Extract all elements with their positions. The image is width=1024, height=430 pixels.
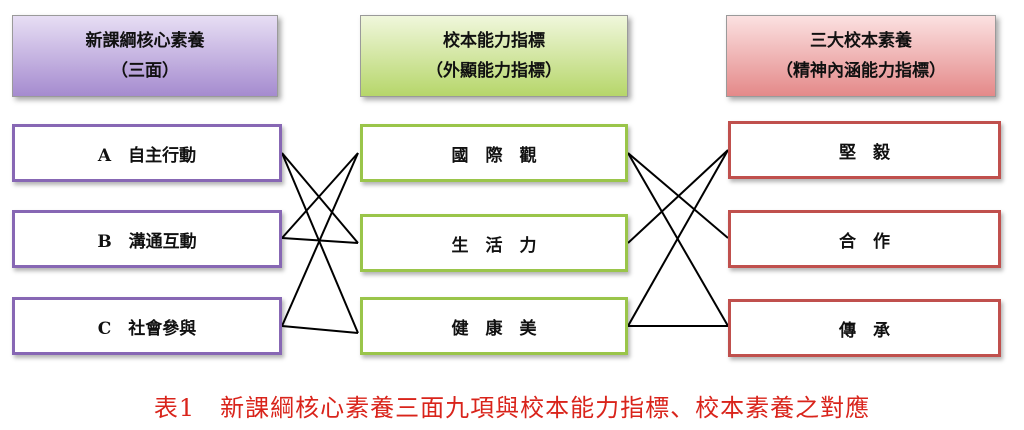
- header-core-literacy-title: 新課綱核心素養: [85, 31, 205, 51]
- figure-caption: 表1 新課綱核心素養三面九項與校本能力指標、校本素養之對應: [153, 394, 871, 422]
- header-core-literacy: 新課綱核心素養 （三面）: [12, 15, 278, 97]
- ability-item-life: 生 活 力: [360, 214, 628, 272]
- header-school-literacy-subtitle: （精神內涵能力指標）: [776, 61, 946, 81]
- core-item-c: C 社會參與: [12, 297, 282, 355]
- connector-c-to-intl: [281, 152, 359, 327]
- header-school-ability-subtitle: （外顯能力指標）: [426, 61, 562, 81]
- connector-a-to-health: [281, 152, 359, 334]
- ability-item-international: 國 際 觀: [360, 124, 628, 182]
- core-item-b: B 溝通互動: [12, 210, 282, 268]
- literacy-item-inherit: 傳 承: [728, 299, 1001, 357]
- header-core-literacy-subtitle: （三面）: [111, 61, 179, 81]
- literacy-item-persevere: 堅 毅: [728, 121, 1001, 179]
- connector-a-to-life: [281, 152, 359, 244]
- connector-b-to-intl: [281, 152, 359, 239]
- header-school-ability-title: 校本能力指標: [443, 31, 545, 51]
- core-item-a: A 自主行動: [12, 124, 282, 182]
- ability-item-health: 健 康 美: [360, 297, 628, 355]
- connector-c-to-health: [281, 325, 359, 334]
- header-school-ability: 校本能力指標 （外顯能力指標）: [360, 15, 628, 97]
- header-school-literacy-title: 三大校本素養: [810, 31, 912, 51]
- connector-lines: [281, 149, 729, 334]
- connector-health-to-persevere: [627, 149, 729, 327]
- connector-life-to-persevere: [627, 149, 729, 244]
- header-school-literacy: 三大校本素養 （精神內涵能力指標）: [726, 15, 996, 97]
- literacy-item-cooperate: 合 作: [728, 210, 1001, 268]
